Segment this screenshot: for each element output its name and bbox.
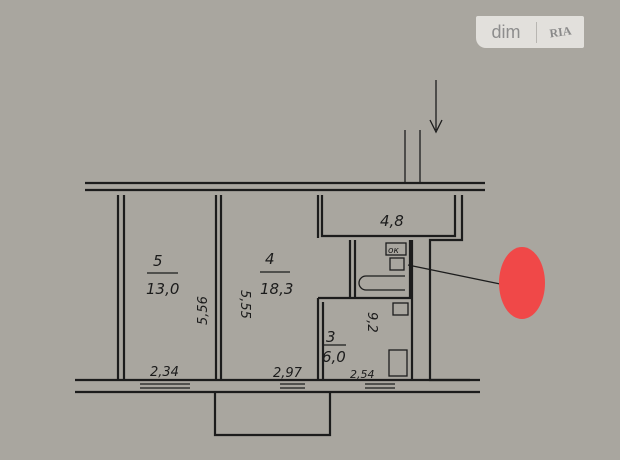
watermark-ria: RIA	[548, 23, 573, 40]
room-3-width: 2,54	[350, 368, 375, 381]
watermark-dim: dim	[476, 21, 537, 43]
sink-icon	[392, 302, 409, 316]
room-4-width: 2,97	[273, 366, 303, 381]
room-5-area: 13,0	[146, 280, 179, 298]
dimria-watermark: dim RIA	[476, 16, 584, 48]
red-marker	[499, 247, 545, 319]
hall-area: 4,8	[380, 212, 404, 230]
sink-icon	[389, 257, 405, 271]
bathtub-icon	[358, 275, 405, 291]
fixtures	[358, 242, 409, 377]
room-3-number: 3	[326, 328, 336, 346]
bath-label: ок	[388, 246, 400, 256]
room-5-length: 5,56	[196, 296, 211, 325]
room-3-area: 6,0	[322, 348, 346, 366]
toilet-icon	[385, 242, 407, 256]
room-5-width: 2,34	[150, 365, 179, 380]
room-5-number: 5	[153, 252, 163, 270]
walls	[75, 80, 506, 437]
room-4-number: 4	[265, 250, 275, 268]
room-4-area: 18,3	[260, 280, 293, 298]
stove-icon	[388, 349, 408, 377]
room-3-length: 9,2	[364, 312, 379, 333]
room-4-length: 5,55	[237, 290, 252, 319]
